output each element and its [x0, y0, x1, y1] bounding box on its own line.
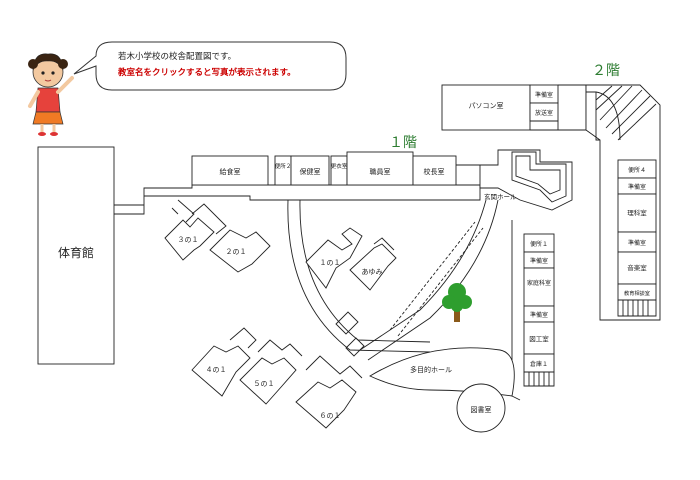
svg-text:便所４: 便所４: [628, 166, 646, 174]
svg-text:４の１: ４の１: [206, 366, 227, 374]
svg-text:準備室: 準備室: [628, 183, 646, 191]
svg-text:２の１: ２の１: [226, 248, 247, 256]
svg-text:玄関ホール: 玄関ホール: [484, 192, 517, 201]
room-zuko[interactable]: 図工室: [523, 321, 555, 355]
svg-text:便所１: 便所１: [530, 240, 548, 248]
svg-text:給食室: 給食室: [220, 167, 241, 176]
room-ongaku[interactable]: 音楽室: [617, 251, 657, 285]
room-class-1-1[interactable]: １の１: [305, 227, 363, 289]
svg-text:倉庫１: 倉庫１: [530, 360, 548, 368]
room-pc[interactable]: パソコン室: [441, 84, 531, 131]
room-hoso[interactable]: 放送室: [529, 102, 559, 122]
room-benjo2[interactable]: 便所２: [274, 155, 292, 186]
svg-text:３の１: ３の１: [178, 236, 199, 244]
floor-label-1f: １階: [389, 135, 417, 151]
svg-text:５の１: ５の１: [254, 380, 275, 388]
svg-text:理科室: 理科室: [627, 208, 647, 217]
room-gym-label: 体育館: [58, 245, 94, 260]
room-kyoiku-sodan[interactable]: 教育相談室: [617, 283, 657, 301]
room-class-5-1[interactable]: ５の１: [239, 339, 303, 405]
room-hoken[interactable]: 保健室: [290, 155, 330, 186]
tree-icon: [442, 283, 472, 322]
room-benjo4[interactable]: 便所４: [617, 159, 657, 179]
room-junbi-zuko[interactable]: 準備室: [523, 305, 555, 323]
room-junbi-pc[interactable]: 準備室: [529, 84, 559, 104]
room-class-4-1[interactable]: ４の１: [191, 327, 257, 397]
bubble-line-1: 若木小学校の校舎配置図です。: [118, 51, 236, 62]
floor-label-2f: ２階: [592, 63, 620, 79]
svg-text:６の１: ６の１: [320, 412, 341, 420]
svg-text:１の１: １の１: [320, 259, 341, 267]
svg-text:あゆみ: あゆみ: [362, 268, 383, 276]
svg-text:準備室: 準備室: [530, 311, 548, 319]
svg-text:家庭科室: 家庭科室: [527, 279, 551, 287]
room-junbi-rika[interactable]: 準備室: [617, 177, 657, 195]
svg-text:準備室: 準備室: [628, 239, 646, 247]
room-katei[interactable]: 家庭科室: [523, 267, 555, 307]
svg-text:音楽室: 音楽室: [627, 263, 647, 272]
room-class-3-1[interactable]: ３の１: [164, 199, 215, 261]
svg-text:更衣室: 更衣室: [331, 162, 348, 170]
room-kyushoku[interactable]: 給食室: [191, 155, 269, 186]
room-ayumi[interactable]: あゆみ: [349, 237, 397, 291]
svg-text:放送室: 放送室: [535, 109, 553, 117]
room-toshoshitsu[interactable]: 図書室: [456, 383, 506, 433]
svg-text:校長室: 校長室: [424, 167, 445, 176]
svg-text:教育相談室: 教育相談室: [624, 289, 650, 297]
room-genkan[interactable]: 玄関ホール: [456, 149, 573, 211]
room-class-2-1[interactable]: ２の１: [191, 203, 271, 273]
svg-text:便所２: 便所２: [275, 162, 292, 170]
svg-text:保健室: 保健室: [300, 167, 321, 176]
svg-text:パソコン室: パソコン室: [469, 101, 504, 110]
girl-mascot-icon: [28, 53, 74, 136]
room-koishitsu[interactable]: 更衣室: [330, 155, 348, 186]
svg-text:準備室: 準備室: [535, 91, 553, 99]
room-gym[interactable]: 体育館: [37, 146, 115, 365]
svg-text:図書室: 図書室: [471, 405, 492, 414]
room-shokuin[interactable]: 職員室: [346, 151, 414, 186]
room-class-6-1[interactable]: ６の１: [295, 355, 363, 429]
bubble-line-2: 教室名をクリックすると写真が表示されます。: [117, 67, 296, 78]
room-soko1[interactable]: 倉庫１: [523, 353, 555, 373]
room-junbi-ongaku[interactable]: 準備室: [617, 231, 657, 253]
room-benjo1[interactable]: 便所１: [523, 233, 555, 253]
svg-text:職員室: 職員室: [370, 167, 391, 176]
svg-text:準備室: 準備室: [530, 257, 548, 265]
room-junbi-katei[interactable]: 準備室: [523, 251, 555, 269]
room-rika[interactable]: 理科室: [617, 193, 657, 233]
speech-bubble: 若木小学校の校舎配置図です。 教室名をクリックすると写真が表示されます。: [73, 41, 347, 91]
svg-text:多目的ホール: 多目的ホール: [410, 365, 452, 374]
room-kocho[interactable]: 校長室: [412, 155, 457, 186]
svg-text:図工室: 図工室: [529, 334, 549, 343]
